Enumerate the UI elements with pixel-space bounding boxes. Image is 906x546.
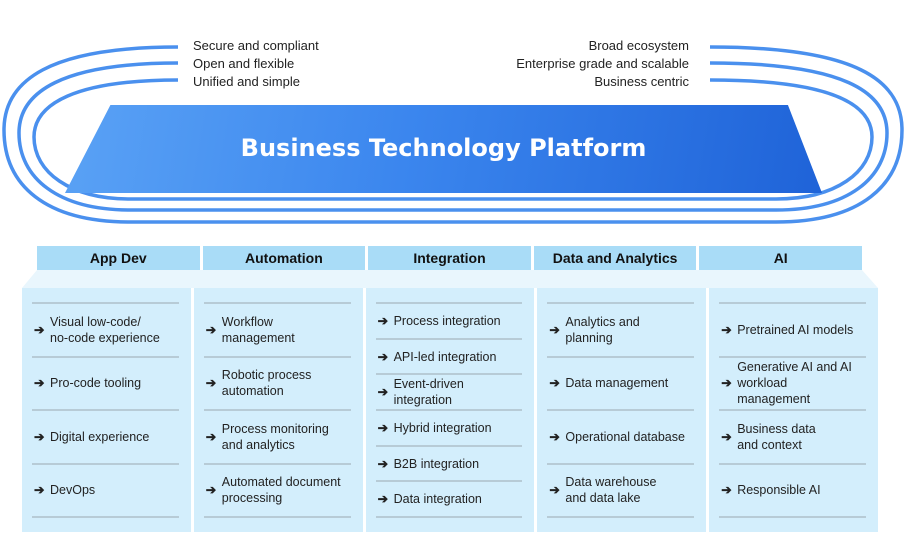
capability-label: Generative AI and AI workload management — [737, 360, 852, 407]
list-item: ➔ Process integration — [375, 304, 523, 340]
pillar-header-app-dev: App Dev — [37, 246, 200, 270]
capability-label: Analytics and planning — [565, 314, 640, 345]
pillar-column-app-dev: ➔ Visual low-code/ no-code experience ➔ Pro… — [22, 288, 191, 532]
arrow-right-icon: ➔ — [205, 322, 217, 337]
header-to-body-transition — [22, 270, 878, 288]
pillar-column-ai: ➔ Pretrained AI models ➔ Generative AI and … — [709, 288, 878, 532]
list-item: ➔ B2B integration — [375, 447, 523, 483]
platform-banner: Business Technology Platform — [65, 105, 822, 193]
list-item: ➔ Pretrained AI models — [719, 304, 866, 358]
arrow-right-icon: ➔ — [377, 492, 389, 507]
capability-list: ➔ Pretrained AI models ➔ Generative AI and … — [719, 302, 866, 518]
capability-label: Pro-code tooling — [50, 376, 142, 391]
platform-title: Business Technology Platform — [240, 134, 647, 162]
tag-business: Business centric — [594, 74, 689, 89]
arrow-right-icon: ➔ — [549, 483, 560, 498]
capability-list: ➔Analytics and planning➔Data management➔… — [547, 302, 695, 518]
list-item: ➔ Process monitoring and analytics — [203, 411, 351, 465]
list-item: ➔ Hybrid integration — [375, 411, 523, 447]
arrow-right-icon: ➔ — [205, 483, 217, 498]
list-item: ➔ Digital experience — [32, 411, 179, 465]
capability-list: ➔ Workflow management ➔ Robotic process aut… — [203, 302, 351, 518]
list-item: ➔ DevOps — [32, 465, 179, 518]
arrow-right-icon: ➔ — [721, 483, 732, 498]
capability-label: Process monitoring and analytics — [221, 421, 329, 452]
capability-list: ➔ Visual low-code/ no-code experience ➔ Pro… — [32, 302, 179, 518]
capability-label: Business data and context — [737, 421, 816, 452]
pillar-header-automation: Automation — [202, 246, 366, 270]
arrow-right-icon: ➔ — [34, 483, 45, 498]
pillar-column-integration: ➔ Process integration ➔ API-led integration… — [365, 288, 535, 532]
platform-track-lines — [2, 45, 904, 224]
capability-label: Visual low-code/ no-code experience — [50, 314, 160, 345]
list-item: ➔ Data integration — [375, 482, 523, 519]
left-value-tags: Secure and compliant Open and flexible U… — [193, 37, 319, 91]
list-item: ➔ Data warehouse and data lake — [547, 465, 695, 518]
arrow-right-icon: ➔ — [549, 322, 560, 337]
arrow-right-icon: ➔ — [377, 456, 389, 471]
capability-label: B2B integration — [393, 456, 480, 471]
arrow-right-icon: ➔ — [549, 376, 560, 391]
list-item: ➔ Visual low-code/ no-code experience — [32, 304, 179, 358]
arrow-right-icon: ➔ — [34, 429, 45, 444]
right-value-tags: Broad ecosystem Enterprise grade and sca… — [516, 37, 689, 91]
arrow-right-icon: ➔ — [549, 429, 560, 444]
arrow-right-icon: ➔ — [205, 429, 217, 444]
pillar-header-integration: Integration — [368, 246, 531, 270]
capability-list: ➔ Process integration ➔ API-led integration… — [375, 302, 523, 519]
arrow-right-icon: ➔ — [721, 376, 732, 391]
list-item: ➔ Business data and context — [719, 411, 866, 465]
tag-ecosystem: Broad ecosystem — [588, 38, 689, 53]
tag-unified: Unified and simple — [193, 74, 300, 89]
arrow-right-icon: ➔ — [377, 313, 389, 328]
capability-label: Responsible AI — [737, 483, 821, 498]
capability-label: Workflow management — [221, 314, 295, 345]
capability-label: Event-driven integration — [393, 377, 464, 408]
list-item: ➔ Event-driven integration — [375, 375, 523, 412]
arrow-right-icon: ➔ — [721, 322, 732, 337]
list-item: ➔ Automated document processing — [203, 465, 351, 518]
capability-label: Hybrid integration — [393, 420, 492, 435]
list-item: ➔ Pro-code tooling — [32, 358, 179, 411]
capability-label: Data integration — [393, 492, 482, 507]
pillar-bodies: ➔ Visual low-code/ no-code experience ➔ Pro… — [22, 288, 878, 532]
capability-label: Pretrained AI models — [737, 322, 854, 337]
arrow-right-icon: ➔ — [205, 376, 217, 391]
list-item: ➔ Responsible AI — [719, 465, 866, 518]
capability-label: DevOps — [50, 483, 96, 498]
arrow-right-icon: ➔ — [377, 420, 389, 435]
arrow-right-icon: ➔ — [377, 349, 389, 364]
pillar-header-data-and-analytics: Data and Analytics — [533, 246, 697, 270]
arrow-right-icon: ➔ — [34, 376, 45, 391]
list-item: ➔ Robotic process automation — [203, 358, 351, 411]
capability-label: Automated document processing — [221, 475, 341, 506]
arrow-right-icon: ➔ — [377, 385, 389, 400]
list-item: ➔ Operational database — [547, 411, 695, 465]
tag-secure: Secure and compliant — [193, 38, 319, 53]
pillar-column-data-and-analytics: ➔Analytics and planning➔Data management➔… — [537, 288, 707, 532]
capability-label: Process integration — [393, 313, 501, 328]
capability-label: Operational database — [565, 429, 685, 444]
capability-label: Data warehouse and data lake — [565, 475, 657, 506]
arrow-right-icon: ➔ — [34, 322, 45, 337]
list-item: ➔ Generative AI and AI workload managemen… — [719, 358, 866, 411]
capability-label: Digital experience — [50, 429, 150, 444]
capability-label: Data management — [565, 376, 669, 391]
pillar-header-ai: AI — [699, 246, 862, 270]
arrow-right-icon: ➔ — [721, 429, 732, 444]
list-item: ➔ Workflow management — [203, 304, 351, 358]
tag-enterprise: Enterprise grade and scalable — [516, 56, 689, 71]
list-item: ➔ Data management — [547, 358, 695, 411]
list-item: ➔ API-led integration — [375, 340, 523, 376]
tag-open: Open and flexible — [193, 56, 295, 71]
pillar-column-automation: ➔ Workflow management ➔ Robotic process aut… — [193, 288, 363, 532]
capability-label: Robotic process automation — [221, 368, 312, 399]
list-item: ➔ Analytics and planning — [547, 304, 695, 358]
capability-label: API-led integration — [393, 349, 497, 364]
